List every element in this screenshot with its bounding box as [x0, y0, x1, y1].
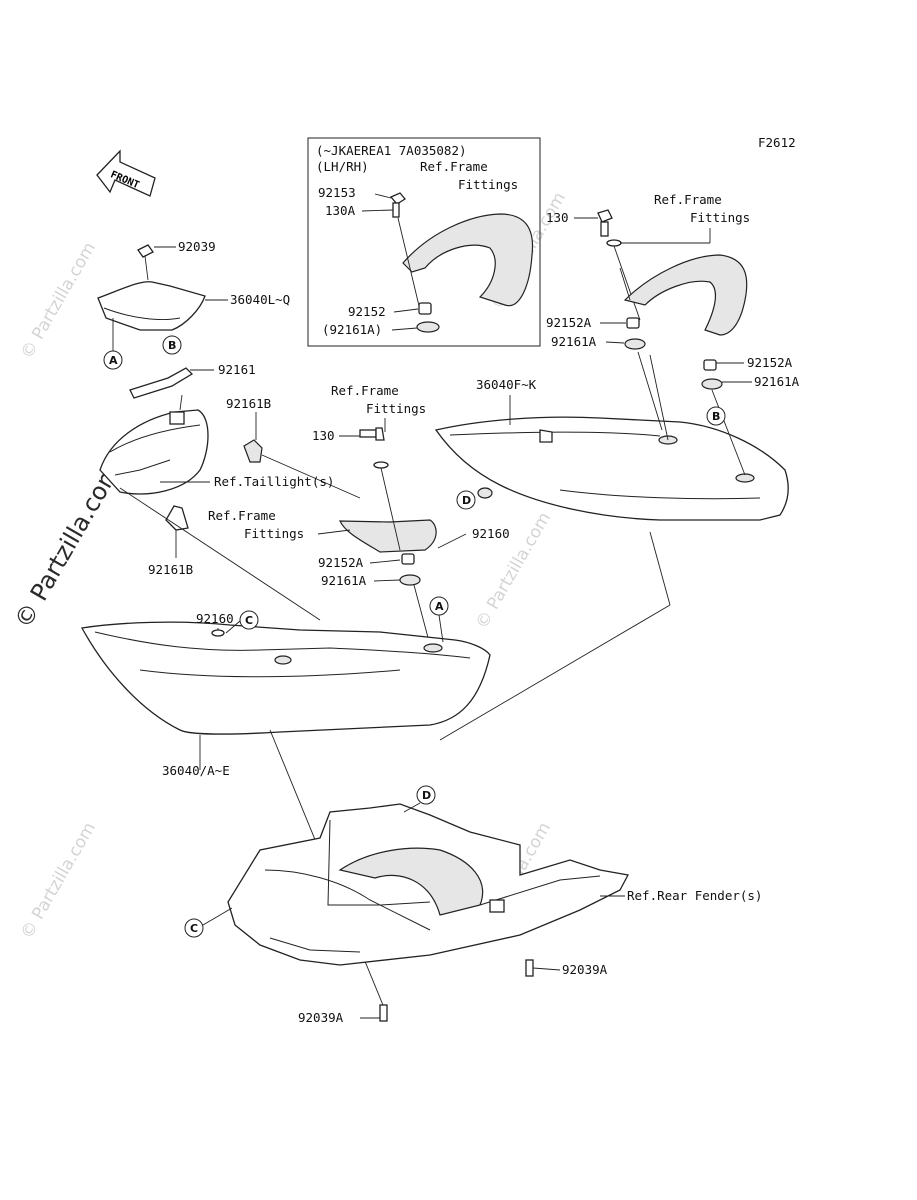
figure-code: F2612 — [758, 135, 796, 150]
watermark: © Partzilla.com — [9, 459, 126, 633]
part-number-92161: 92161 — [218, 362, 256, 377]
tail-cover-upper: 92039 36040L~Q — [97, 239, 290, 331]
right-hardware: Ref.Frame Fittings 130 92152A 92161A 921… — [546, 192, 800, 476]
part-number-92152A-right1: 92152A — [546, 315, 592, 330]
part-number-36040L-Q: 36040L~Q — [230, 292, 290, 307]
callout-c-left-top: C — [239, 610, 259, 630]
part-number-92039: 92039 — [178, 239, 216, 254]
callout-d-bottom: D — [403, 785, 436, 813]
center-hardware: Ref.Frame Fittings 130 92152A 92161A 921… — [312, 383, 510, 646]
part-number-92161B-top: 92161B — [226, 396, 271, 411]
callout-d-label: D — [462, 494, 471, 507]
part-number-92161A-paren: (92161A) — [322, 322, 382, 337]
callout-a-label: A — [109, 354, 118, 367]
fittings-right: Fittings — [690, 210, 750, 225]
part-number-92161A-right1: 92161A — [551, 334, 597, 349]
inset-box: (~JKAEREA1 7A035082) (LH/RH) Ref.Frame F… — [307, 137, 541, 347]
watermark: © Partzilla.com — [17, 819, 100, 943]
callout-c-bottom: C — [184, 907, 233, 938]
part-number-130A: 130A — [325, 203, 356, 218]
part-number-36040A-E: 36040/A~E — [162, 763, 230, 778]
ref-rear-fender: Ref.Rear Fender(s) — [627, 888, 762, 903]
part-number-92152: 92152 — [348, 304, 386, 319]
ref-frame-center: Ref.Frame — [331, 383, 399, 398]
fittings-center: Fittings — [366, 401, 426, 416]
part-number-92152A-right2: 92152A — [747, 355, 793, 370]
callout-a-left: A — [103, 318, 123, 370]
callout-b-label: B — [712, 410, 720, 423]
part-number-130-right: 130 — [546, 210, 569, 225]
callout-d-mid: D — [456, 487, 493, 510]
callout-c-label: C — [245, 614, 253, 627]
part-number-92161A-right2: 92161A — [754, 374, 800, 389]
part-number-92039A-bottom: 92039A — [298, 1010, 344, 1025]
inset-ref-frame: Ref.Frame — [420, 159, 488, 174]
part-number-92160-center: 92160 — [472, 526, 510, 541]
part-number-36040F-K: 36040F~K — [476, 377, 537, 392]
part-number-92153: 92153 — [318, 185, 356, 200]
side-cover-right: 36040F~K — [434, 354, 789, 741]
part-number-130-center: 130 — [312, 428, 335, 443]
ref-frame-mid: Ref.Frame — [208, 508, 276, 523]
front-arrow-icon: FRONT — [96, 149, 156, 197]
callout-a-label: A — [435, 600, 444, 613]
ref-taillight: Ref.Taillight(s) — [214, 474, 334, 489]
watermark: © Partzilla.com — [17, 239, 100, 363]
part-number-92160-left: 92160 — [196, 611, 234, 626]
taillight-housing: 92161B Ref.Taillight(s) 92161B — [99, 394, 361, 621]
callout-b-label: B — [168, 339, 176, 352]
part-number-92039A-right: 92039A — [562, 962, 608, 977]
part-number-92161A-center: 92161A — [321, 573, 367, 588]
fittings-mid: Fittings — [244, 526, 304, 541]
ref-frame-right: Ref.Frame — [654, 192, 722, 207]
callout-c-label: C — [190, 922, 198, 935]
inset-fittings: Fittings — [458, 177, 518, 192]
inset-serial-range: (~JKAEREA1 7A035082) — [316, 143, 467, 158]
part-number-92152A-center: 92152A — [318, 555, 364, 570]
rear-fender: Ref.Rear Fender(s) 92039A 92039A — [227, 803, 762, 1025]
mid-bracket: Ref.Frame Fittings — [208, 508, 437, 553]
callout-b-left: B — [162, 335, 182, 355]
callout-d-label: D — [422, 789, 431, 802]
inset-side-note: (LH/RH) — [316, 159, 369, 174]
part-number-92161B-bottom: 92161B — [148, 562, 193, 577]
side-cover-left: 92160 36040/A~E — [80, 611, 491, 1011]
bracket-92161: 92161 — [129, 362, 256, 399]
callout-a-mid: A — [429, 596, 449, 643]
callout-b-right: B — [706, 406, 726, 426]
